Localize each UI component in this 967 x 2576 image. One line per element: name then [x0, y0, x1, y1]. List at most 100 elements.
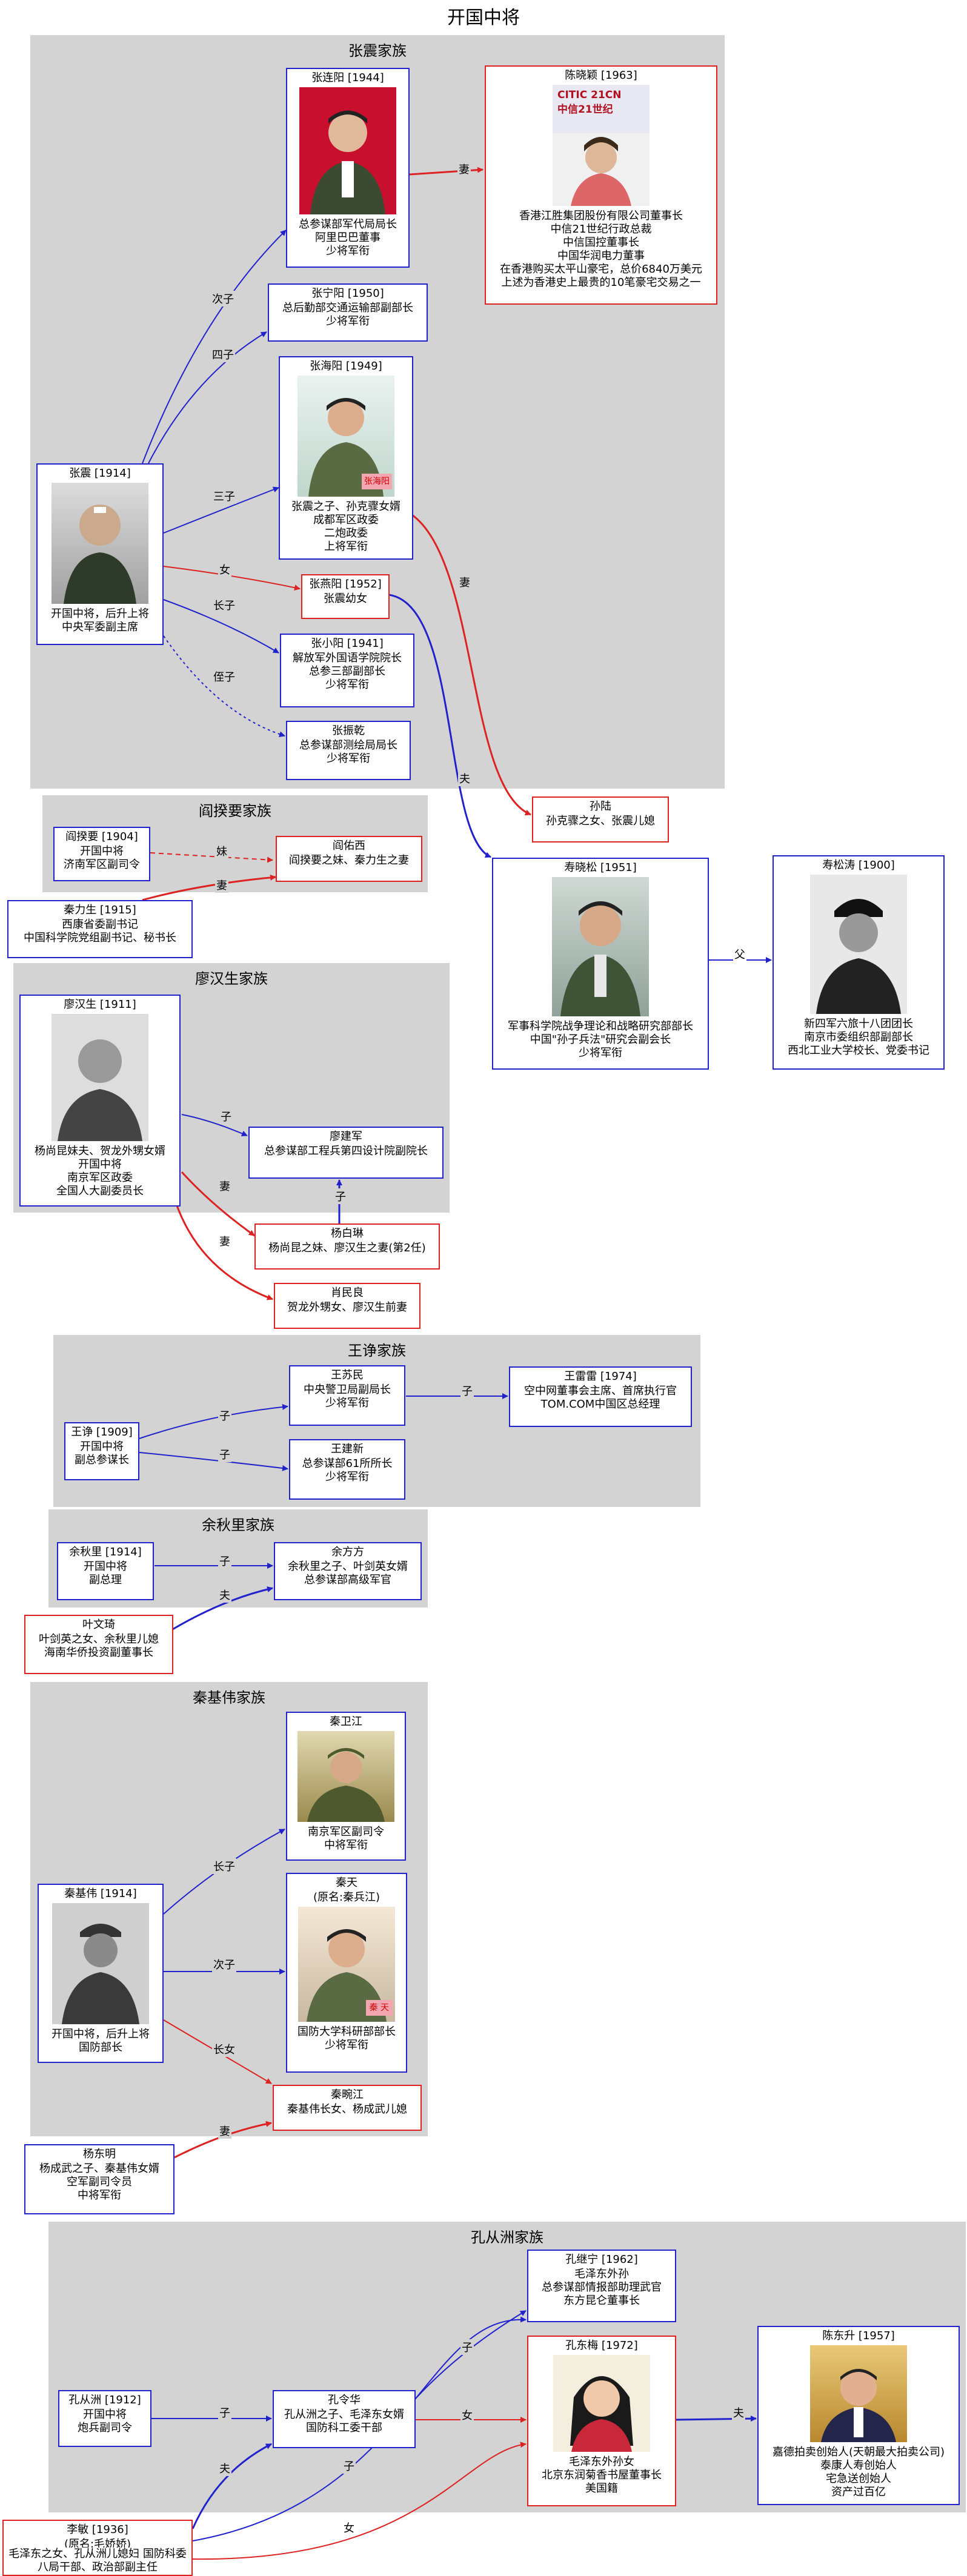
- edge-label-second-son: 次子: [211, 291, 235, 306]
- node-qintian[interactable]: 秦天 (原名:秦兵江) 秦 天 国防大学科研部部长 少将军衔: [286, 1873, 407, 2073]
- edge-label-son-wangjianxin: 子: [218, 1446, 231, 1462]
- node-zhangzhen[interactable]: 张震 [1914] 开国中将，后升上将 中央军委副主席: [36, 463, 164, 645]
- node-xiaominliang[interactable]: 肖民良 贺龙外甥女、廖汉生前妻: [274, 1283, 420, 1329]
- edge-liaohansheng-xiaominliang: [174, 1202, 273, 1300]
- node-yanyouxi[interactable]: 阎佑西 阎揆要之妹、秦力生之妻: [276, 836, 422, 882]
- node-wangleilei[interactable]: 王雷雷 [1974] 空中网董事会主席、首席执行官 TOM.COM中国区总经理: [509, 1366, 692, 1427]
- node-yankuiyao[interactable]: 阎揆要 [1904] 开国中将 济南军区副司令: [53, 827, 150, 881]
- portrait-photo: [552, 877, 649, 1016]
- node-liaohansheng[interactable]: 廖汉生 [1911] 杨尚昆妹夫、贺龙外甥女婿 开国中将 南京军区政委 全国人大…: [19, 995, 181, 1207]
- edge-zhanghaiyang-sunli: [411, 514, 531, 816]
- edge-label-daughter: 女: [218, 561, 231, 577]
- edge-label-son-yufangfang: 子: [218, 1553, 231, 1569]
- edge-label-son-konglinghua: 子: [218, 2405, 231, 2420]
- edge-label-son-kongjining: 子: [460, 2339, 474, 2355]
- person-silhouette-icon: [570, 2376, 633, 2452]
- limin-detail-text: 毛泽东之女、孔从洲儿媳妇 国防科委八局干部、政治部副主任: [4, 2548, 191, 2574]
- person-silhouette-icon: [310, 110, 385, 214]
- edge-label-eldest-son: 长子: [212, 597, 236, 613]
- edge-label-son-limin: 子: [342, 2458, 356, 2474]
- node-yangbailin[interactable]: 杨白琳 杨尚昆之妹、廖汉生之妻(第2任): [254, 1223, 440, 1270]
- node-chenxiaoying[interactable]: 陈晓颖 [1963] CITIC 21CN 中信21世纪 香港江胜集团股份有限公…: [485, 65, 717, 305]
- edge-label-son-liaojianjun: 子: [219, 1108, 233, 1124]
- node-liaojianjun[interactable]: 廖建军 总参谋部工程兵第四设计院副院长: [248, 1127, 444, 1179]
- node-yufangfang[interactable]: 余方方 余秋里之子、叶剑英女婿 总参谋部高级军官: [274, 1542, 422, 1600]
- edge-qinlisheng-yanyouxi: [142, 874, 276, 901]
- node-qinwanjiang[interactable]: 秦畹江 秦基伟长女、杨成武儿媳: [273, 2085, 422, 2131]
- family-title-liaohansheng: 廖汉生家族: [195, 970, 268, 987]
- person-silhouette-icon: [64, 505, 136, 604]
- edge-label-husband-zhangyanyang: 夫: [458, 770, 471, 786]
- family-title-qinjiwei: 秦基伟家族: [193, 1689, 265, 1706]
- edge-label-eldest-son-qinweijiang: 长子: [212, 1858, 236, 1874]
- node-kongjining[interactable]: 孔继宁 [1962] 毛泽东外孙 总参谋部情报部助理武官 东方昆仑董事长: [527, 2250, 676, 2322]
- edge-label-wife-qinlisheng: 妻: [215, 877, 228, 893]
- edge-label-father: 父: [733, 946, 746, 962]
- page-title: 开国中将: [447, 7, 520, 28]
- edge-label-third-son: 三子: [212, 488, 236, 504]
- node-qinlisheng[interactable]: 秦力生 [1915] 西康省委副书记 中国科学院党组副书记、秘书长: [7, 900, 193, 958]
- edge-label-son-wangleilei: 子: [460, 1383, 474, 1399]
- person-silhouette-icon: [307, 1748, 385, 1822]
- portrait-photo: [810, 875, 907, 1014]
- portrait-photo: 张海阳: [297, 376, 394, 497]
- edge-label-younger-sister: 妹: [215, 843, 228, 859]
- portrait-photo: [52, 1903, 149, 2024]
- node-zhanglianyang[interactable]: 张连阳 [1944] 总参谋部军代局局长 阿里巴巴董事 少将军衔: [286, 68, 410, 268]
- person-silhouette-icon: [821, 2369, 896, 2442]
- edge-label-daughter-kongdongmei: 女: [460, 2407, 474, 2423]
- node-yewenqi[interactable]: 叶文琦 叶剑英之女、余秋里儿媳 海南华侨投资副董事长: [24, 1615, 173, 1674]
- node-yuqiuli[interactable]: 余秋里 [1914] 开国中将 副总理: [57, 1542, 154, 1600]
- photo-caption: 张海阳: [362, 474, 392, 489]
- node-kongdongmei[interactable]: 孔东梅 [1972] 毛泽东外孙女 北京东润菊香书屋董事长 美国籍: [527, 2336, 676, 2506]
- edge-label-wife-yangdongming: 妻: [218, 2123, 231, 2139]
- edge-label-wife-yangbailin: 妻: [218, 1178, 231, 1194]
- node-zhanghaiyang[interactable]: 张海阳 [1949] 张海阳 张震之子、孙克骤女婿 成都军区政委 二炮政委 上将…: [279, 356, 413, 560]
- edge-label-eldest-daughter: 长女: [212, 2041, 236, 2057]
- edge-liaohansheng-yangbailin: [181, 1171, 255, 1237]
- node-wangzheng[interactable]: 王诤 [1909] 开国中将 副总参谋长: [64, 1422, 139, 1480]
- family-title-kongcongzhou: 孔从洲家族: [471, 2229, 543, 2246]
- node-shousongtao[interactable]: 寿松涛 [1900] 新四军六旅十八团团长 南京市委组织部副部长 西北工业大学校…: [773, 855, 945, 1070]
- edge-label-daughter-limin: 女: [342, 2520, 356, 2535]
- node-shouxiaosong[interactable]: 寿晓松 [1951] 军事科学院战争理论和战略研究部部长 中国"孙子兵法"研究会…: [492, 858, 709, 1070]
- edge-label-wife-zhanghaiyang: 妻: [458, 574, 471, 590]
- node-qinjiwei[interactable]: 秦基伟 [1914] 开国中将，后升上将 国防部长: [38, 1884, 164, 2063]
- family-title-yankuiyao: 阎揆要家族: [199, 803, 271, 819]
- photo-banner-text: CITIC 21CN: [557, 89, 622, 101]
- portrait-photo: [299, 87, 396, 214]
- node-zhangningyang[interactable]: 张宁阳 [1950] 总后勤部交通运输部副部长 少将军衔: [268, 283, 428, 342]
- node-chendongsheng[interactable]: 陈东升 [1957] 嘉德拍卖创始人(天朝最大拍卖公司) 泰康人寿创始人 宅急送…: [757, 2326, 960, 2505]
- portrait-photo: [52, 1014, 148, 1141]
- edge-label-husband-chendongsheng: 夫: [732, 2405, 745, 2420]
- edge-zhanglianyang-chenxiaoying: [409, 167, 484, 176]
- node-zhangyanyang[interactable]: 张燕阳 [1952] 张震幼女: [301, 574, 390, 619]
- edge-label-son-wangsumin: 子: [218, 1408, 231, 1423]
- edge-wangzheng-wangjianxin: [139, 1452, 288, 1471]
- node-kongcongzhou[interactable]: 孔从洲 [1912] 开国中将 炮兵副司令: [58, 2390, 151, 2447]
- node-qinweijiang[interactable]: 秦卫江 南京军区副司令 中将军衔: [286, 1712, 406, 1861]
- node-name: 张震 [1914]: [69, 467, 131, 480]
- portrait-photo: [553, 2355, 650, 2452]
- node-zhangxiaoyang[interactable]: 张小阳 [1941] 解放军外国语学院院长 总参三部副部长 少将军衔: [280, 634, 414, 707]
- person-silhouette-icon: [553, 85, 650, 206]
- node-wangjianxin[interactable]: 王建新 总参谋部61所所长 少将军衔: [289, 1439, 405, 1500]
- portrait-photo: CITIC 21CN 中信21世纪: [553, 85, 650, 206]
- family-title-zhangzhen: 张震家族: [348, 42, 407, 59]
- node-konglinghua[interactable]: 孔令华 孔从洲之子、毛泽东女婿 国防科工委干部: [273, 2390, 416, 2448]
- photo-banner-text: 中信21世纪: [557, 104, 613, 116]
- node-wangsumin[interactable]: 王苏民 中央警卫局副局长 少将军衔: [289, 1365, 405, 1426]
- node-yangdongming[interactable]: 杨东明 杨成武之子、秦基伟女婿 空军副司令员 中将军衔: [24, 2144, 174, 2214]
- node-zhangzhenqian[interactable]: 张振乾 总参谋部测绘局局长 少将军衔: [286, 721, 411, 780]
- node-sunli[interactable]: 孙陆 孙克骤之女、张震儿媳: [532, 796, 669, 843]
- portrait-photo: [52, 483, 148, 604]
- edge-label-wife-zhanglianyang: 妻: [457, 161, 471, 177]
- edge-yankuiyao-yanyouxi: [150, 852, 273, 863]
- edge-zhangzhen-zhangningyang: [148, 331, 267, 464]
- photo-caption: 秦 天: [365, 2000, 393, 2016]
- edge-liaohansheng-liaojianjun: [181, 1114, 248, 1137]
- person-silhouette-icon: [816, 899, 901, 1014]
- edge-limin-konglinghua: [191, 2443, 272, 2529]
- edge-zhangzhen-zhangyanyang: [163, 566, 301, 591]
